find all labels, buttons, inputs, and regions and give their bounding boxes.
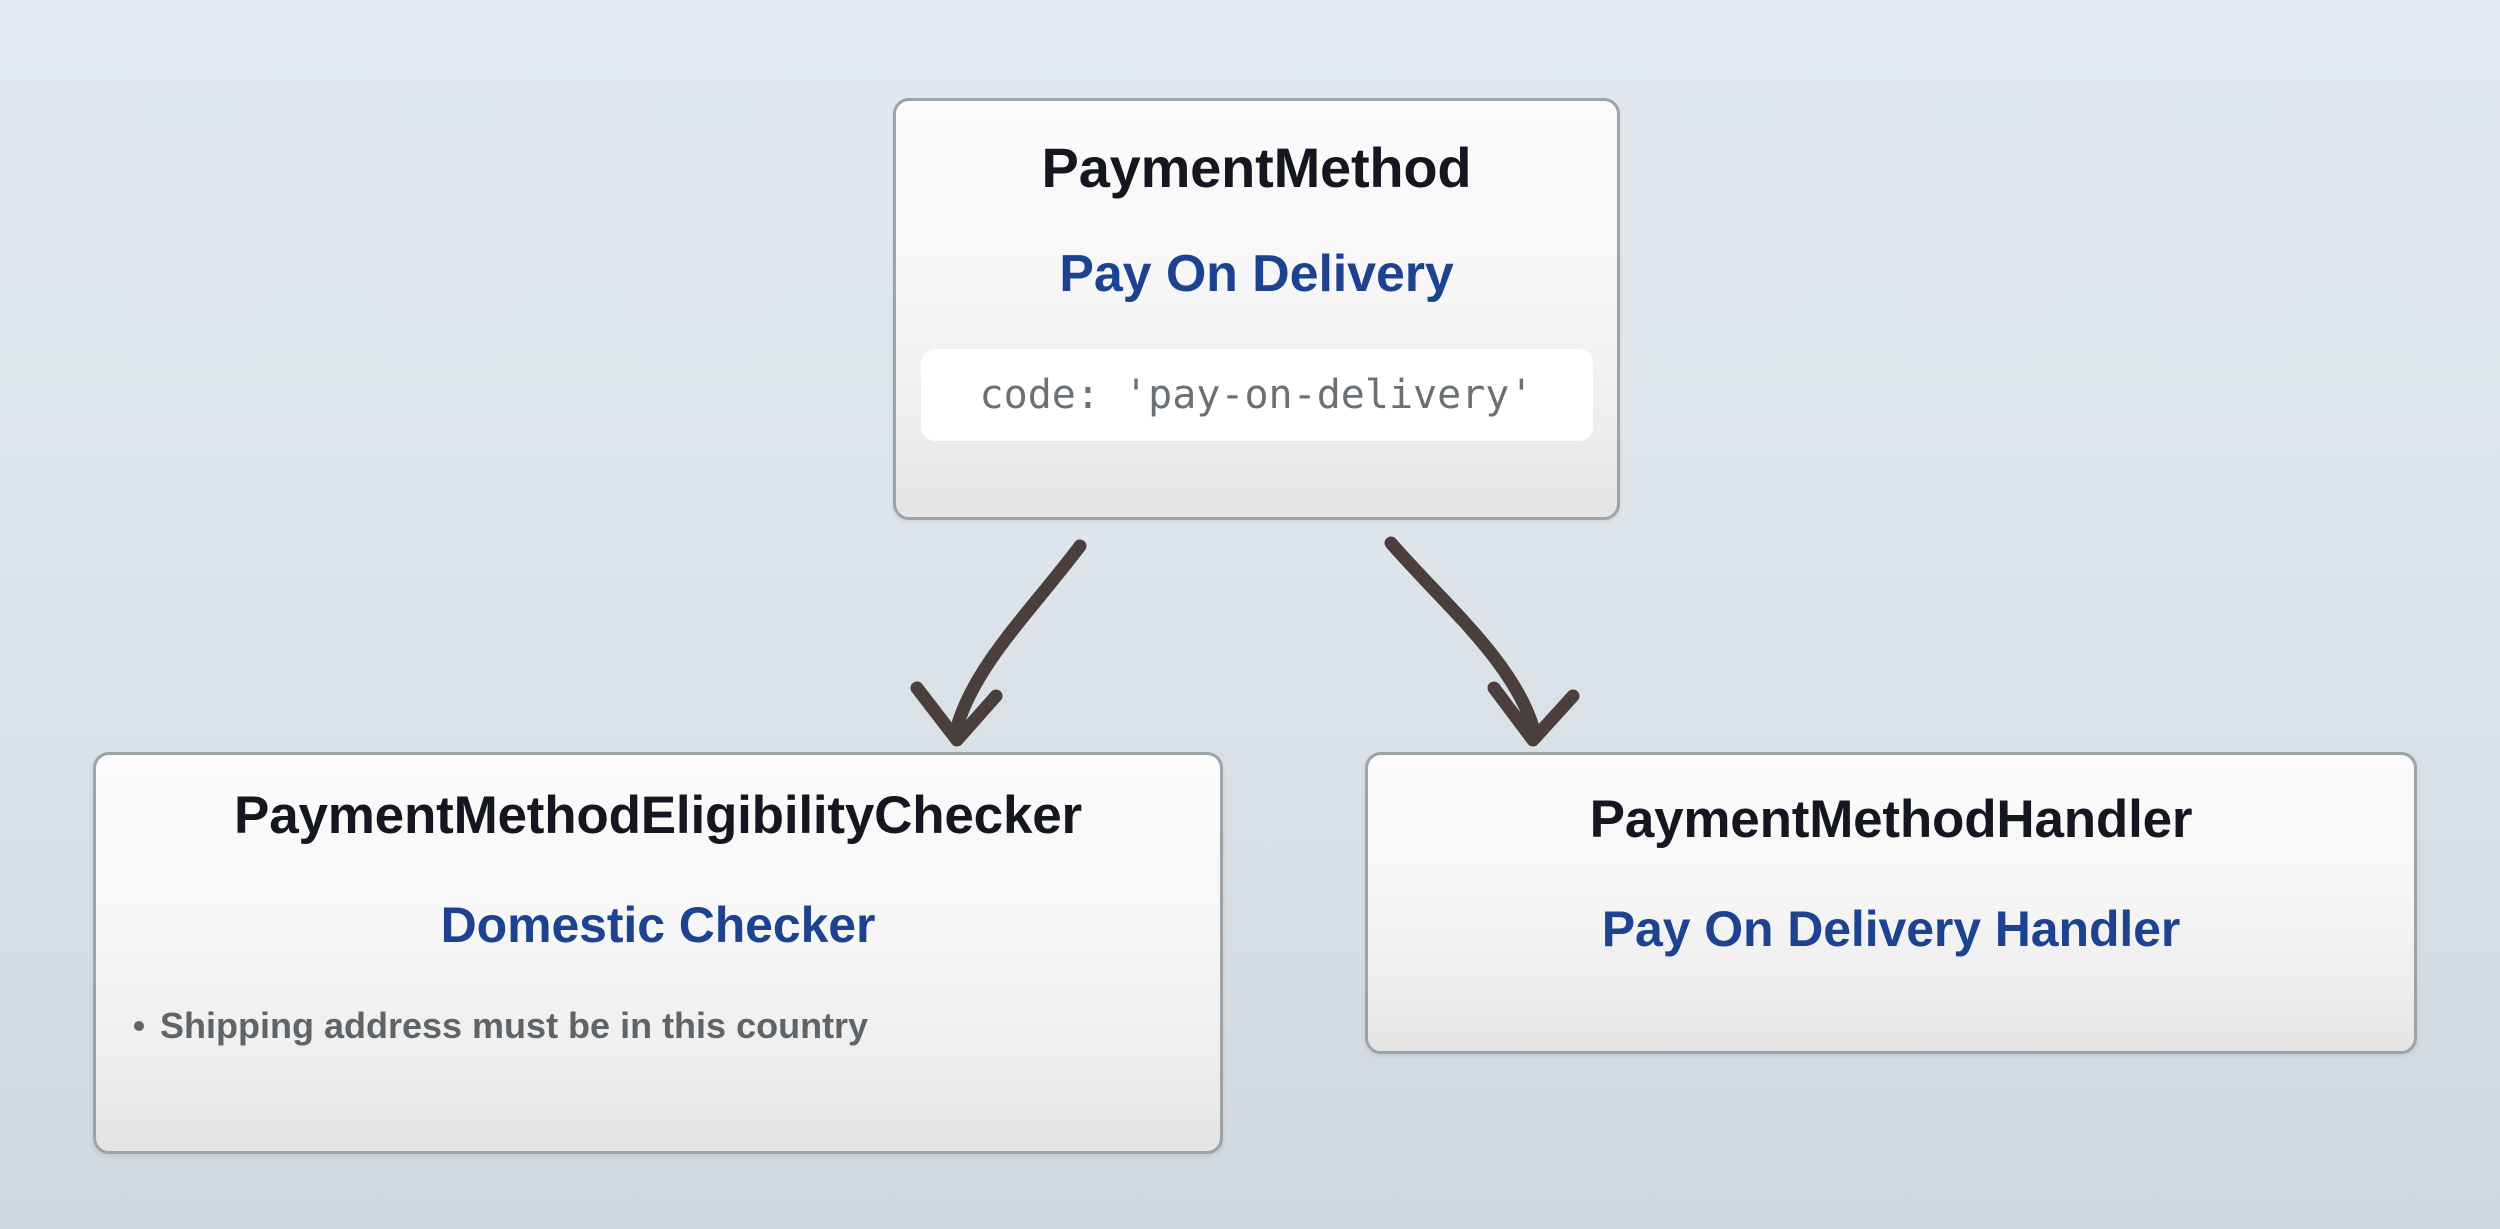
edge-arrowhead-left [910,681,1003,747]
node-eligibility-checker-bullet-list: Shipping address must be in this country [96,1003,1220,1049]
edge-payment-method-to-payment-handler [1384,536,1540,734]
node-payment-handler-type-label: PaymentMethodHandler [1589,790,2193,849]
node-payment-method-code-badge: code: 'pay-on-delivery' [920,349,1593,441]
node-eligibility-checker-type-label: PaymentMethodEligibilityChecker [234,786,1082,845]
node-payment-method-name-label: Pay On Delivery [1059,245,1454,303]
node-payment-handler-name-label: Pay On Delivery Handler [1601,901,2181,957]
edge-arrowhead-right [1487,681,1580,747]
node-payment-method[interactable]: PaymentMethod Pay On Delivery code: 'pay… [893,98,1620,520]
node-payment-method-eligibility-checker[interactable]: PaymentMethodEligibilityChecker Domestic… [93,752,1223,1154]
list-item: Shipping address must be in this country [134,1003,1220,1049]
node-payment-method-handler[interactable]: PaymentMethodHandler Pay On Delivery Han… [1365,752,2417,1054]
edge-payment-method-to-eligibility-checker [950,539,1087,734]
node-eligibility-checker-name-label: Domestic Checker [440,897,876,953]
node-payment-method-type-label: PaymentMethod [1041,136,1472,199]
